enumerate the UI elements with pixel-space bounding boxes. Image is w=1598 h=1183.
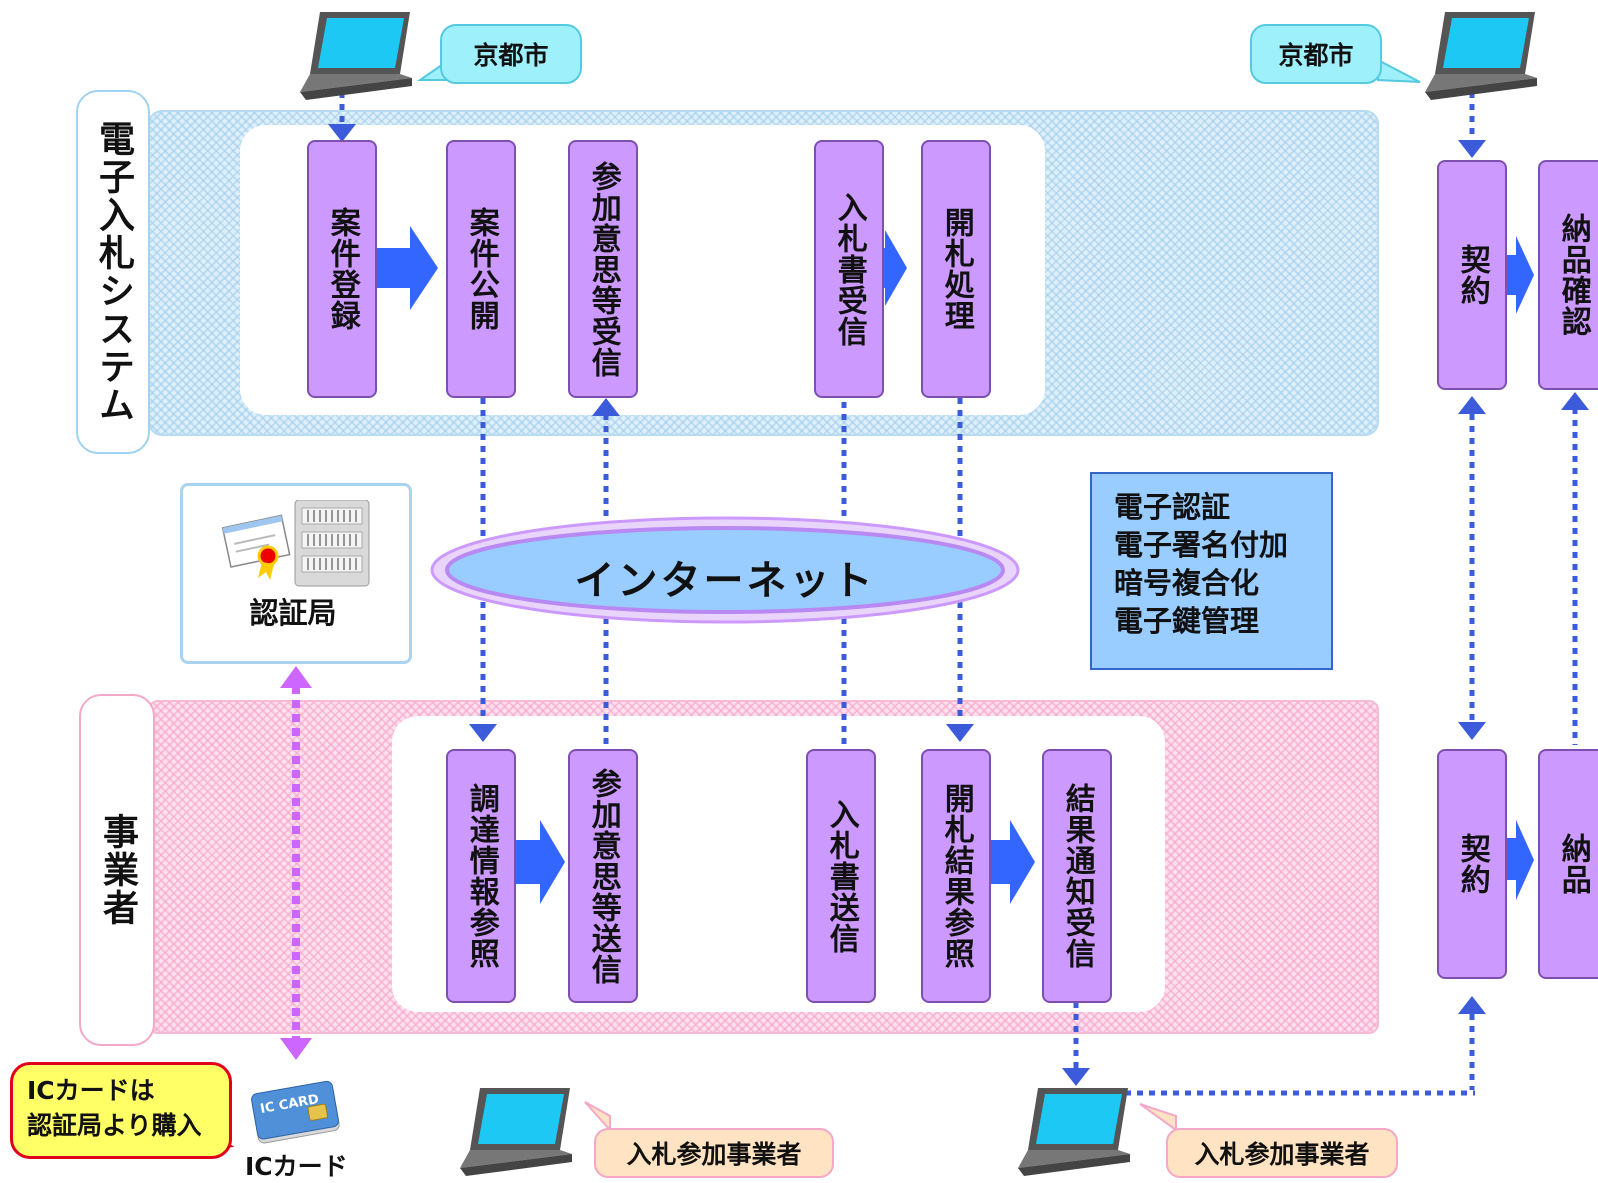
callout-tail (584, 1101, 611, 1133)
ic-card-note-line: 認証局より購入 (27, 1111, 202, 1140)
ic-card-note: ICカードは 認証局より購入 (10, 1062, 232, 1159)
bidder-callout-2-text: 入札参加事業者 (1194, 1140, 1370, 1169)
laptop-icon (1018, 1088, 1130, 1176)
kyoto-callout-right: 京都市 (1250, 24, 1382, 84)
arrowhead-up (592, 398, 620, 416)
step-label: 開札処理 (938, 207, 974, 331)
step-opening-process: 開札処理 (921, 140, 991, 398)
step-label: 案件公開 (463, 207, 499, 331)
arrowhead-down (1458, 140, 1486, 158)
business-row-label-text: 事業者 (97, 813, 138, 927)
flow-arrow (988, 820, 1035, 904)
step-label: 納品確認 (1555, 213, 1591, 337)
system-row-label-text: 電子入札システム (93, 120, 134, 424)
step-contract-business: 契約 (1437, 749, 1507, 979)
internet-label: インターネット (574, 558, 876, 604)
arrowhead-down (280, 1038, 312, 1060)
arrowhead-down (469, 724, 497, 742)
step-case-publish: 案件公開 (446, 140, 516, 398)
step-label: 入札書受信 (831, 191, 867, 347)
note-line: 電子認証 (1114, 490, 1231, 524)
flow-arrow (1504, 236, 1534, 314)
step-bid-receive: 入札書受信 (814, 140, 884, 398)
step-intent-send: 参加意思等送信 (568, 749, 638, 1003)
step-label: 結果通知受信 (1059, 783, 1095, 969)
laptop-icon (300, 12, 412, 100)
step-intent-receive: 参加意思等受信 (568, 140, 638, 398)
callout-tail (1377, 58, 1421, 83)
bidder-callout-2: 入札参加事業者 (1166, 1128, 1398, 1178)
step-label: 契約 (1454, 244, 1490, 306)
callout-tail (1139, 1103, 1177, 1132)
ic-card-icon: IC CARD (251, 1080, 340, 1144)
arrowhead-up (1458, 396, 1486, 414)
step-label: 入札書送信 (823, 798, 859, 954)
business-row-label: 事業者 (79, 694, 155, 1046)
laptop-icon (1425, 12, 1537, 100)
kyoto-callout-left-text: 京都市 (473, 41, 549, 70)
arrowhead-down (1458, 722, 1486, 740)
step-label: 納品 (1555, 833, 1591, 895)
arrowhead-up (280, 666, 312, 688)
kyoto-callout-left: 京都市 (440, 24, 582, 84)
step-procurement-view: 調達情報参照 (446, 749, 516, 1003)
step-contract-system: 契約 (1437, 160, 1507, 390)
kyoto-callout-right-text: 京都市 (1278, 41, 1354, 70)
step-label: 契約 (1454, 833, 1490, 895)
arrowhead-down (328, 124, 356, 142)
step-case-register: 案件登録 (307, 140, 377, 398)
step-label: 案件登録 (324, 207, 360, 331)
step-result-notice-receive: 結果通知受信 (1042, 749, 1112, 1003)
flow-arrow (375, 226, 438, 310)
note-line: 電子鍵管理 (1114, 604, 1260, 638)
step-bid-send: 入札書送信 (806, 749, 876, 1003)
step-label: 開札結果参照 (938, 783, 974, 969)
certificate-server-icon (222, 500, 370, 587)
step-label: 参加意思等送信 (585, 767, 621, 985)
step-label: 参加意思等受信 (585, 160, 621, 378)
arrowhead-up (1458, 996, 1486, 1014)
step-delivery: 納品 (1538, 749, 1598, 979)
arrowhead-up (1561, 392, 1589, 410)
bidder-callout-1: 入札参加事業者 (594, 1128, 834, 1178)
arrowhead-down (1062, 1068, 1090, 1086)
security-note: 電子認証 電子署名付加 暗号複合化 電子鍵管理 (1090, 472, 1333, 670)
laptop-icon (460, 1088, 572, 1176)
bidder-callout-1-text: 入札参加事業者 (626, 1140, 802, 1169)
internet-ellipse (445, 526, 1005, 614)
step-opening-result-view: 開札結果参照 (921, 749, 991, 1003)
step-label: 調達情報参照 (463, 783, 499, 969)
system-row-label: 電子入札システム (76, 90, 150, 454)
step-delivery-confirm: 納品確認 (1538, 160, 1598, 390)
flow-arrow (515, 820, 565, 904)
ic-card-label: ICカード (245, 1152, 348, 1181)
flow-arrow (1504, 820, 1534, 900)
ic-card-note-line: ICカードは (27, 1076, 155, 1105)
note-line: 電子署名付加 (1114, 528, 1289, 562)
arrowhead-down (946, 724, 974, 742)
note-line: 暗号複合化 (1114, 566, 1260, 600)
certificate-authority-label: 認証局 (249, 596, 337, 630)
